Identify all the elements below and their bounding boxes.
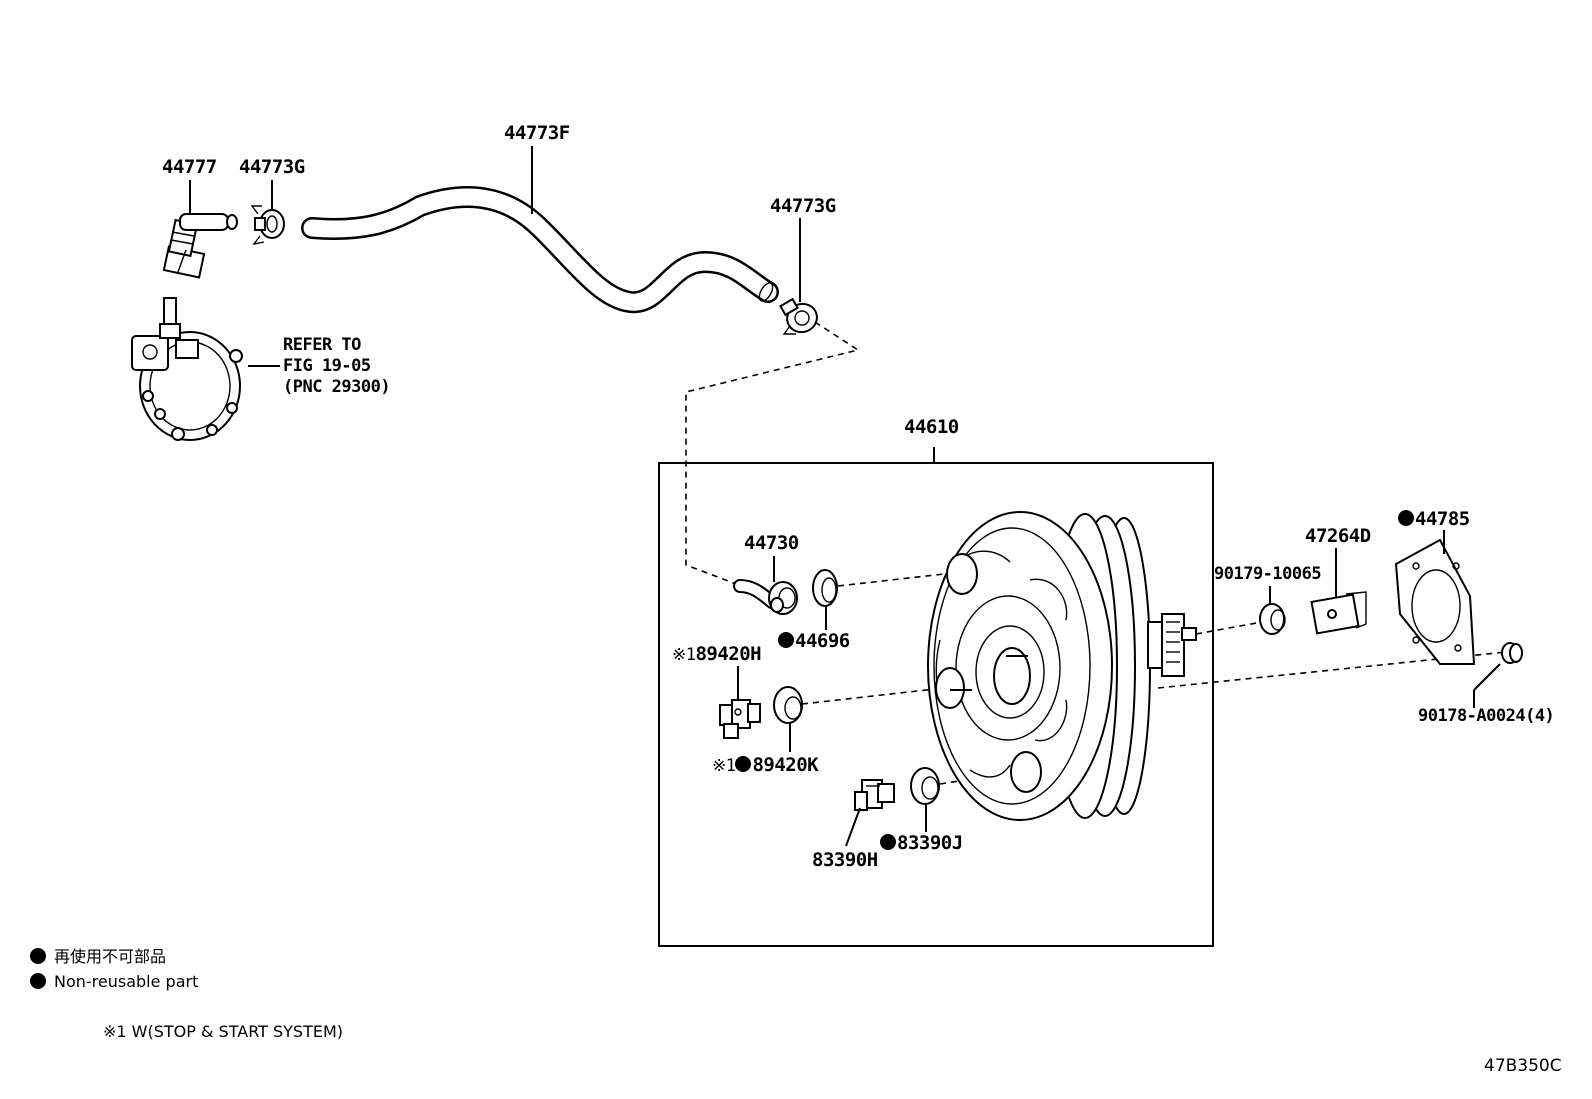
- dash-grommet-mid: [801, 687, 945, 705]
- hose-clamp-right: [779, 297, 818, 335]
- legend-jp: 再使用不可部品: [30, 948, 166, 965]
- grommet-44696: [812, 569, 838, 607]
- elbow-connector: [162, 213, 238, 279]
- legend-en: Non-reusable part: [30, 973, 198, 990]
- vacuum-hose: [301, 186, 779, 314]
- refer-line-2: FIG 19-05: [283, 356, 371, 376]
- pressure-sensor: [719, 699, 761, 739]
- diagram-code: 47B350C: [1484, 1056, 1562, 1076]
- pushrod-bracket: [1310, 591, 1367, 635]
- brake-booster: [927, 511, 1197, 821]
- dash-grommet-top: [837, 573, 945, 587]
- vacuum-line-dashed: [685, 321, 860, 591]
- label-44773g-1: 44773G: [239, 156, 305, 178]
- label-47264d: 47264D: [1305, 525, 1371, 547]
- leader-90178: [1473, 663, 1501, 691]
- label-44777: 44777: [162, 156, 217, 178]
- hose-clamp-left: [250, 205, 285, 246]
- legend-note: ※1 W(STOP & START SYSTEM): [103, 1022, 344, 1041]
- label-44785: 44785: [1398, 510, 1470, 529]
- label-90178: 90178-A0024(4): [1418, 706, 1555, 726]
- label-44773f: 44773F: [504, 122, 570, 144]
- label-44773g-2: 44773G: [770, 195, 836, 217]
- nut: [1501, 642, 1523, 664]
- label-83390h: 83390H: [812, 849, 878, 871]
- legend-dot: [30, 973, 46, 989]
- label-44610: 44610: [904, 416, 959, 438]
- vacuum-pump: [131, 297, 243, 441]
- non-reusable-dot: [880, 834, 896, 850]
- label-89420h: ※189420H: [672, 643, 762, 665]
- refer-line-1: REFER TO: [283, 335, 361, 355]
- grommet-89420k: [773, 686, 803, 724]
- clevis: [1259, 603, 1286, 635]
- non-reusable-dot: [778, 632, 794, 648]
- label-90179: 90179-10065: [1214, 564, 1322, 584]
- label-44696: 44696: [778, 632, 850, 651]
- check-valve: [733, 579, 798, 615]
- label-44730: 44730: [744, 532, 799, 554]
- non-reusable-dot: [1398, 510, 1414, 526]
- dash-pushrod: [1195, 621, 1263, 635]
- gasket: [1394, 538, 1476, 665]
- label-83390j: 83390J: [880, 834, 963, 853]
- vacuum-sensor: [854, 779, 895, 811]
- legend-dot: [30, 948, 46, 964]
- refer-line-3: (PNC 29300): [283, 377, 391, 397]
- grommet-83390j: [910, 767, 940, 805]
- booster-assembly-box: [658, 462, 1214, 947]
- non-reusable-dot: [735, 756, 752, 772]
- leader-83390h: [845, 807, 861, 847]
